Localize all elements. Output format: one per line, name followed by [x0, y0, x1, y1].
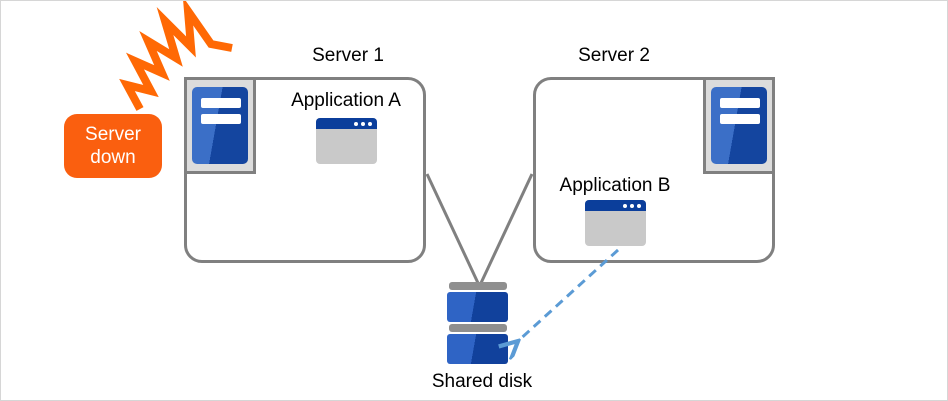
server2-label: Server 2	[578, 45, 650, 66]
app-window-icon	[316, 118, 377, 164]
tower-slot	[720, 114, 760, 124]
server1-label: Server 1	[312, 45, 384, 66]
tower-slot	[201, 98, 241, 108]
application-b-label: Application B	[559, 175, 671, 196]
dashed-access-arrow	[517, 248, 620, 342]
window-titlebar	[585, 200, 646, 211]
disk-platter	[447, 334, 508, 364]
shared-disk-label: Shared disk	[431, 371, 533, 392]
window-dot	[354, 121, 358, 126]
disk-bar	[448, 324, 507, 332]
callout-line2: down	[90, 147, 136, 168]
disk-bar	[448, 282, 507, 290]
disk-platter	[447, 292, 508, 322]
window-dot	[623, 203, 627, 208]
application-a-label: Application A	[291, 90, 401, 111]
server-tower-icon	[703, 77, 775, 174]
server-tower-icon	[184, 77, 256, 174]
server2-disk-connector	[479, 173, 534, 284]
window-dot	[361, 121, 365, 126]
tower-slot	[201, 114, 241, 124]
tower-body	[711, 87, 767, 164]
app-window-icon	[585, 200, 646, 246]
tower-slot	[720, 98, 760, 108]
window-titlebar	[316, 118, 377, 129]
server1-disk-connector	[425, 173, 480, 284]
window-dot	[637, 203, 641, 208]
callout-line1: Server	[85, 123, 141, 145]
window-dot	[630, 203, 634, 208]
tower-body	[192, 87, 248, 164]
server-down-callout: Server down	[64, 114, 162, 178]
disk-stack-icon	[447, 282, 508, 364]
window-dot	[368, 121, 372, 126]
